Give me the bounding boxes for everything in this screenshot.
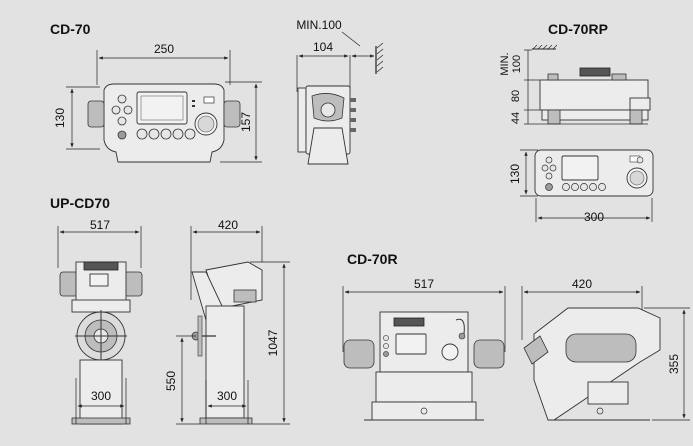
upcd70-front-view xyxy=(59,261,143,425)
cd70rp-h2-label: 44 xyxy=(510,112,522,124)
cd70-section: CD-70 250 130 157 xyxy=(50,18,384,165)
cd70-height-right-label: 157 xyxy=(239,112,253,132)
upcd70-section: UP-CD70 517 420 300 xyxy=(50,195,290,425)
leader-line xyxy=(341,31,361,47)
cd70-clearance-label: MIN.100 xyxy=(296,18,342,32)
cd70-width-label: 250 xyxy=(154,42,174,56)
cd70-side-view xyxy=(297,85,356,165)
upcd70-depth-label: 420 xyxy=(218,218,238,232)
cd70-depth-label: 104 xyxy=(313,40,333,54)
upcd70-side-view xyxy=(191,261,263,425)
upcd70-base-width-label: 300 xyxy=(91,389,111,403)
cd70r-depth-label: 420 xyxy=(572,277,592,291)
cd70rp-section: CD-70RP MIN. 100 80 44 130 xyxy=(499,21,654,224)
cd70rp-h1-label: 80 xyxy=(510,90,522,102)
cd70rp-front-height-label: 130 xyxy=(508,164,522,184)
upcd70-width-label: 517 xyxy=(90,218,110,232)
cd70r-width-label: 517 xyxy=(414,277,434,291)
upcd70-total-height-label: 1047 xyxy=(266,329,280,356)
cd70r-side-view xyxy=(523,307,661,421)
cd70-front-view xyxy=(87,83,241,163)
upcd70-base-depth-label: 300 xyxy=(217,389,237,403)
cd70rp-side-view xyxy=(539,67,651,125)
upcd70-wheel-height-label: 550 xyxy=(164,371,178,391)
cd70-title: CD-70 xyxy=(50,21,91,37)
wall-hatch xyxy=(376,42,384,73)
cd70rp-front-view xyxy=(534,149,654,197)
cd70rp-title: CD-70RP xyxy=(548,21,608,37)
cd70rp-width-label: 300 xyxy=(584,210,604,224)
ceiling-hatch xyxy=(532,44,558,50)
cd70r-height-label: 355 xyxy=(667,354,681,374)
upcd70-title: UP-CD70 xyxy=(50,195,110,211)
cd70rp-clearance-min-label: MIN. xyxy=(499,52,511,75)
cd70r-front-view xyxy=(343,311,505,421)
cd70r-section: CD-70R 517 420 xyxy=(342,251,690,421)
cd70-height-left-label: 130 xyxy=(53,108,67,128)
cd70r-title: CD-70R xyxy=(347,251,398,267)
cd70rp-clearance-value-label: 100 xyxy=(511,55,523,73)
